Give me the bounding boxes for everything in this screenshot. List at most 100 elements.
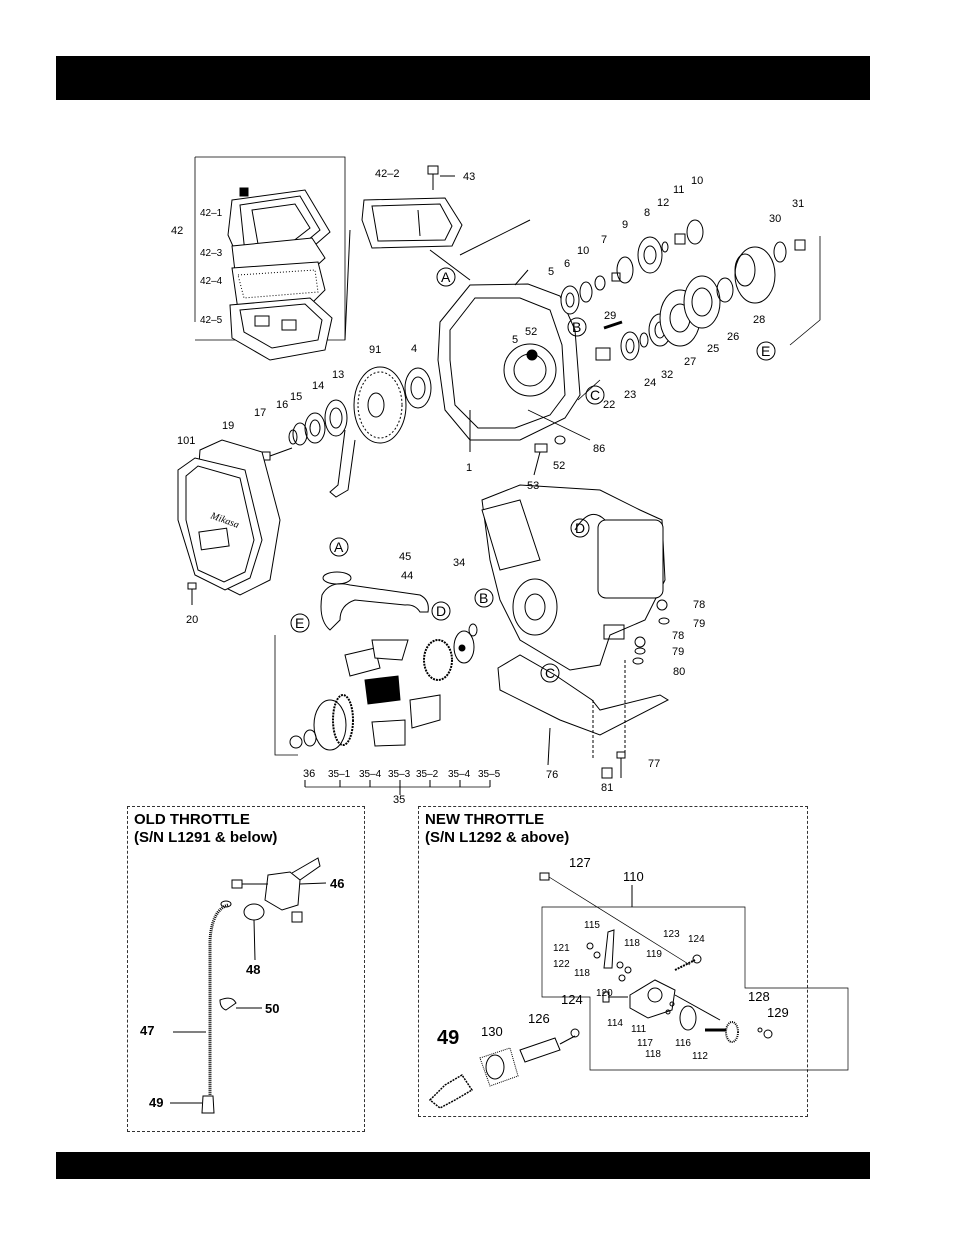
callout-126: 126	[528, 1011, 550, 1026]
ref-letter-b-top: B	[572, 319, 581, 335]
callout-35-3: 35–3	[388, 769, 411, 780]
callout-35: 35	[393, 794, 405, 806]
callout-35-2: 35–2	[416, 769, 439, 780]
callout-4: 4	[411, 343, 417, 355]
callout-16: 16	[276, 399, 288, 411]
callout-11: 11	[673, 184, 684, 196]
callout-78-lower: 78	[672, 630, 684, 642]
callout-77: 77	[648, 758, 660, 770]
intake-and-clutch-parts	[274, 571, 491, 795]
callout-42: 42	[171, 225, 183, 237]
callout-121: 121	[553, 943, 570, 954]
new-throttle-title-line2: (S/N L1292 & above)	[425, 829, 570, 846]
header-bar	[56, 56, 870, 100]
callout-49-new: 49	[437, 1027, 459, 1049]
ref-letter-a-top: A	[441, 269, 451, 285]
callout-42-5: 42–5	[200, 315, 223, 326]
callout-52-lower: 52	[553, 460, 565, 472]
callout-45: 45	[399, 551, 411, 563]
footer-bar	[56, 1152, 870, 1179]
callout-114: 114	[607, 1018, 623, 1029]
callout-124-upper: 124	[688, 934, 705, 945]
callout-15: 15	[290, 391, 302, 403]
callout-44: 44	[401, 570, 413, 582]
callout-43: 43	[463, 171, 475, 183]
callout-78-upper: 78	[693, 599, 705, 611]
base-frame-part	[497, 654, 670, 779]
old-throttle-parts	[170, 857, 327, 1114]
callout-26: 26	[727, 331, 739, 343]
side-cover-part: Mikasa	[177, 439, 281, 605]
callout-35-1: 35–1	[328, 769, 351, 780]
callout-118-upper: 118	[624, 938, 640, 949]
callout-117: 117	[637, 1038, 653, 1049]
old-throttle-title-line2: (S/N L1291 & below)	[134, 829, 278, 846]
new-throttle-title: NEW THROTTLE (S/N L1292 & above)	[425, 811, 569, 847]
ref-letter-e-bottom: E	[295, 615, 304, 631]
callout-118-lower: 118	[645, 1049, 661, 1060]
callout-36: 36	[303, 768, 315, 780]
callout-115: 115	[584, 920, 600, 931]
callout-19: 19	[222, 420, 234, 432]
callout-129: 129	[767, 1005, 789, 1020]
callout-48: 48	[246, 962, 260, 977]
callout-1: 1	[466, 462, 472, 474]
callout-52-upper: 52	[525, 326, 537, 338]
engine-block-part	[481, 484, 670, 671]
callout-6: 6	[564, 258, 570, 270]
callout-127: 127	[569, 855, 591, 870]
new-throttle-title-line1: NEW THROTTLE	[425, 811, 545, 828]
callout-42-2: 42–2	[375, 168, 399, 180]
callout-5-upper: 5	[548, 266, 554, 278]
callout-123: 123	[663, 929, 680, 940]
callout-25: 25	[707, 343, 719, 355]
ref-letter-d-top: D	[575, 520, 585, 536]
callout-24: 24	[644, 377, 656, 389]
callout-9: 9	[622, 219, 628, 231]
callout-79-upper: 79	[693, 618, 705, 630]
callout-80: 80	[673, 666, 685, 678]
callout-22: 22	[603, 399, 615, 411]
callout-10-left: 10	[577, 245, 589, 257]
ref-letter-a-bottom: A	[334, 539, 344, 555]
callout-46: 46	[330, 876, 344, 891]
callout-124-lower: 124	[561, 992, 583, 1007]
callout-42-4: 42–4	[200, 276, 223, 287]
ref-letter-c-bottom: C	[545, 665, 555, 681]
callout-79-lower: 79	[672, 646, 684, 658]
callout-49-old: 49	[149, 1095, 163, 1110]
callout-27: 27	[684, 356, 696, 368]
callout-86: 86	[593, 443, 605, 455]
ref-letter-c-top: C	[590, 387, 600, 403]
callout-14: 14	[312, 380, 324, 392]
callout-12: 12	[657, 197, 669, 209]
callout-81: 81	[601, 782, 613, 794]
new-throttle-panel: NEW THROTTLE (S/N L1292 & above)	[418, 806, 808, 1117]
old-throttle-title: OLD THROTTLE (S/N L1291 & below)	[134, 811, 277, 847]
old-throttle-panel: OLD THROTTLE (S/N L1291 & below)	[127, 806, 365, 1132]
callout-118-middle: 118	[574, 968, 590, 979]
callout-10-right: 10	[691, 175, 703, 187]
callout-34: 34	[453, 557, 465, 569]
callout-23: 23	[624, 389, 636, 401]
callout-7: 7	[601, 234, 607, 246]
callout-76: 76	[546, 769, 558, 781]
callout-122: 122	[553, 959, 570, 970]
callout-35-4-right: 35–4	[448, 769, 471, 780]
callout-119: 119	[646, 949, 662, 960]
callout-110: 110	[623, 869, 644, 884]
callout-31: 31	[792, 198, 804, 210]
callout-112: 112	[692, 1051, 708, 1062]
reference-letters: A A B B C C D D E E	[290, 267, 776, 683]
callout-8: 8	[644, 207, 650, 219]
callout-42-1: 42–1	[200, 208, 223, 219]
callout-17: 17	[254, 407, 266, 419]
callout-128: 128	[748, 989, 770, 1004]
callout-32: 32	[661, 369, 673, 381]
ref-letter-e-top: E	[761, 343, 770, 359]
callout-30: 30	[769, 213, 781, 225]
shaft-parts-right	[527, 219, 821, 476]
gear-and-rod-assembly	[261, 366, 432, 498]
new-throttle-parts	[428, 872, 849, 1109]
